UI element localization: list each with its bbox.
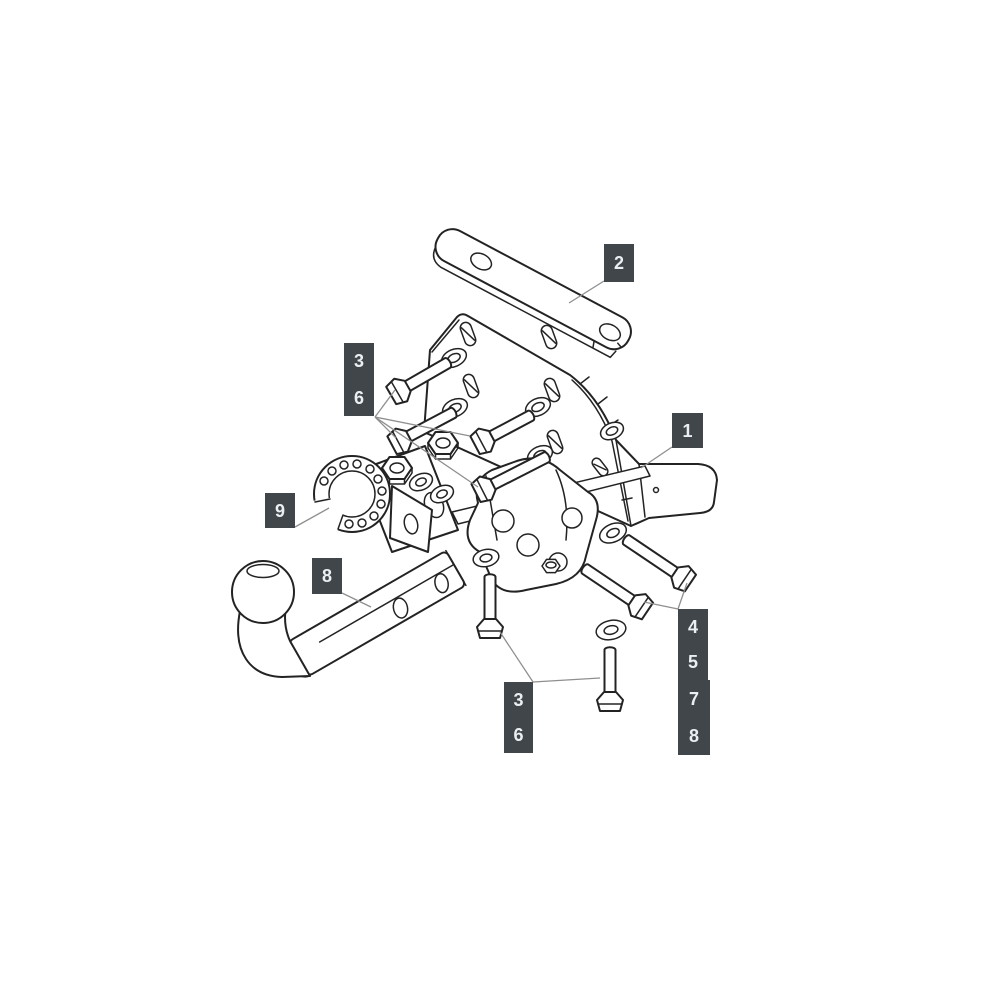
part-number: 8 <box>321 566 332 586</box>
socket-plate-holes <box>319 459 387 529</box>
part-number: 6 <box>353 387 364 408</box>
stud-nut <box>541 558 561 574</box>
hex-bolt <box>476 573 504 639</box>
part-label-4-5: 4 5 <box>678 609 708 680</box>
part-number: 3 <box>353 351 364 372</box>
leader-lines <box>294 280 688 683</box>
hex-bolt <box>621 534 698 593</box>
hex-bolt <box>469 409 536 456</box>
receiver-bracket-part <box>466 457 599 593</box>
part-number: 1 <box>682 420 693 441</box>
hex-bolt <box>470 451 551 503</box>
hex-bolts <box>385 357 698 712</box>
part-number: 9 <box>274 500 285 521</box>
part-number: 5 <box>687 652 698 673</box>
loose-washers <box>408 472 628 641</box>
towball-part <box>231 549 467 678</box>
part-label-8: 8 <box>312 558 342 594</box>
part-label-3-6-lower: 3 6 <box>504 682 533 753</box>
part-number: 3 <box>513 689 524 710</box>
hex-bolt <box>596 646 624 712</box>
hex-bolt <box>580 563 655 621</box>
part-label-3-6-upper: 3 6 <box>344 343 374 416</box>
strap-plate-part <box>432 228 632 359</box>
part-label-2: 2 <box>604 244 634 282</box>
part-number: 8 <box>688 726 699 747</box>
part-number: 2 <box>613 253 624 273</box>
hex-bolt <box>386 406 458 456</box>
part-number: 4 <box>687 616 698 637</box>
part-number: 6 <box>513 725 524 746</box>
socket-mounting-plate-part <box>301 455 433 553</box>
hex-nuts <box>381 431 459 485</box>
slot-holes <box>459 321 609 477</box>
part-label-9: 9 <box>265 493 295 528</box>
part-label-7-8: 7 8 <box>678 680 710 755</box>
hex-bolt <box>385 357 453 406</box>
part-label-1: 1 <box>672 413 703 448</box>
part-number: 7 <box>688 688 699 709</box>
